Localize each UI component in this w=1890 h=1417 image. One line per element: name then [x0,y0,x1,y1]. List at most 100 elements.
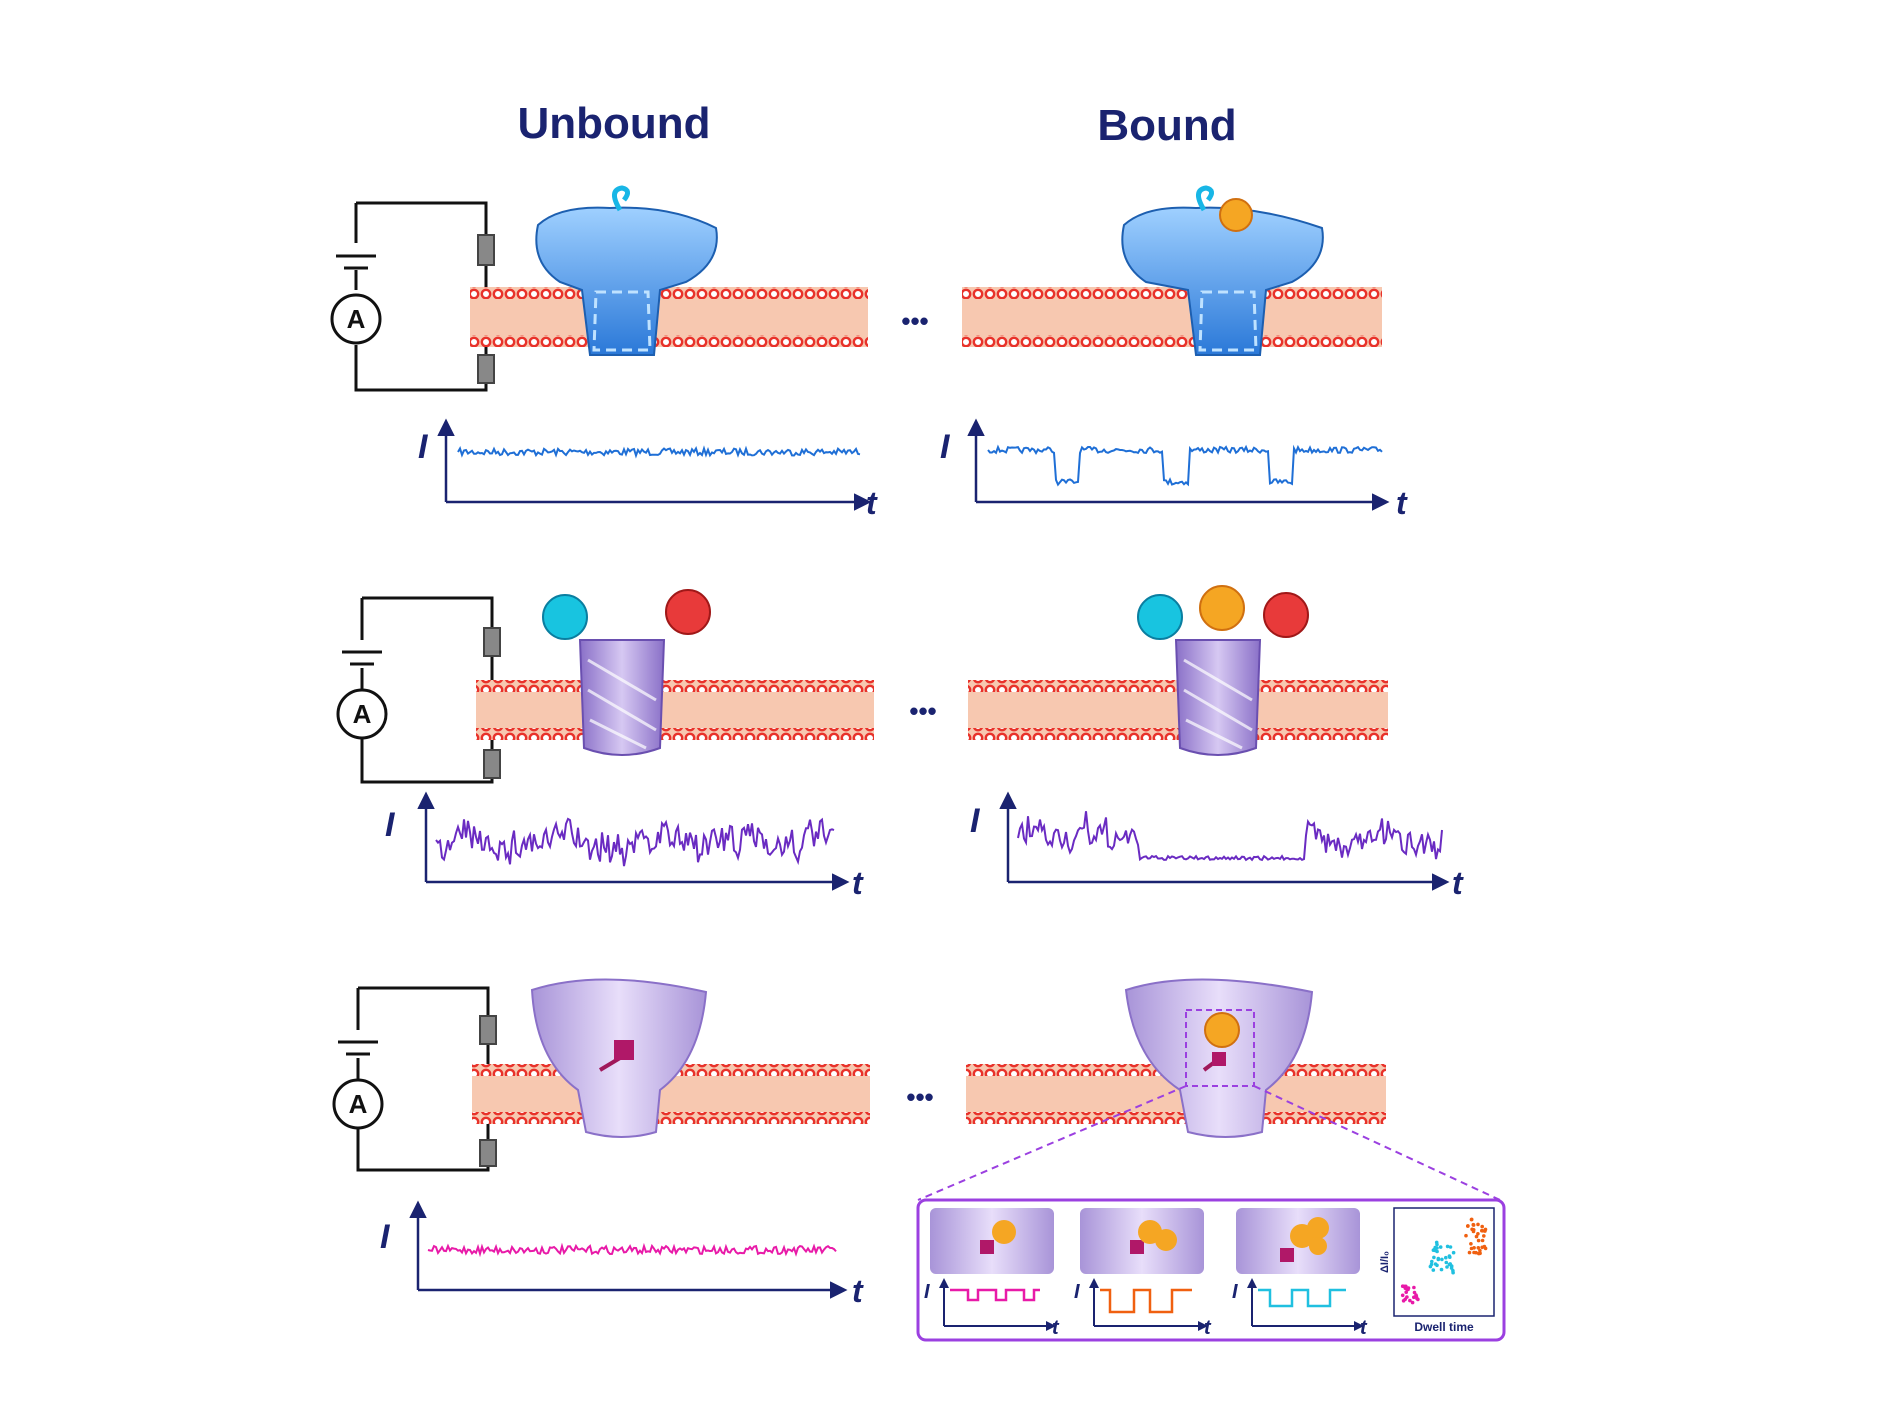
inset-pore-3 [1236,1208,1360,1274]
scatter-point [1474,1234,1479,1239]
inset-x-label: Dwell time [1414,1320,1474,1334]
scatter-point [1440,1257,1444,1262]
scatter-point [1429,1262,1434,1267]
scatter-point [1449,1266,1454,1270]
electrode-bottom [479,1139,497,1167]
probe-icon [614,1040,634,1060]
zoom-line-left [917,1085,1187,1201]
current-axis-label: I [940,428,951,466]
current-trace [987,444,1383,487]
current-axis-label: I [970,802,981,840]
scatter-point [1433,1245,1437,1250]
scatter-point [1430,1259,1434,1264]
trace-panel-row2-unbound: I t [385,791,864,901]
ellipsis-row2: ••• [909,696,936,726]
ammeter-icon [330,293,382,345]
inset-pore-2 [1080,1208,1204,1274]
scatter-point [1478,1248,1482,1253]
time-axis-label: t [1204,1317,1212,1339]
funnel-blue-bound-icon [1121,185,1324,356]
analyte-orange-icon [1199,585,1245,631]
current-axis-label: I [385,806,396,844]
scatter-point [1480,1228,1484,1233]
inset-trace-1: I t [924,1278,1060,1339]
cone-lavender-bound-icon [1124,978,1314,1138]
scatter-point [1478,1251,1482,1256]
scatter-point [1480,1238,1485,1243]
trace-panel-row2-bound: I t [970,791,1464,901]
scatter-point [1469,1242,1473,1246]
scatter-point [1482,1234,1486,1238]
trace-panel-row3-unbound: I t [380,1200,864,1309]
circuit-row1 [336,201,488,392]
scatter-point [1438,1245,1443,1249]
electrode-top [477,234,495,266]
scatter-point [1412,1295,1416,1300]
scatter-point [1447,1262,1452,1267]
inset-scatter: ΔI/I₀ Dwell time [1379,1207,1495,1334]
scatter-point [1469,1246,1474,1251]
time-axis-label: t [1396,485,1408,521]
ellipsis-row3: ••• [906,1082,933,1112]
cone-lavender-icon [530,978,708,1138]
probe-icon [1212,1052,1226,1066]
scatter-point [1448,1245,1453,1249]
time-axis-label: t [866,485,878,521]
current-axis-label: I [1074,1281,1080,1303]
analyte-orange-icon [1204,1012,1240,1048]
inset-pore-1 [930,1208,1054,1274]
scatter-point [1412,1290,1417,1295]
analyte-orange-icon [1219,198,1253,232]
current-trace [1017,811,1443,862]
zoom-box [1185,1009,1255,1087]
receptor-red-icon [665,589,711,635]
electrode-top [479,1015,497,1045]
current-axis-label: I [1232,1281,1238,1303]
time-axis-label: t [1360,1317,1368,1339]
scatter-point [1445,1265,1449,1269]
time-axis-label: t [852,865,864,901]
scatter-point [1476,1222,1480,1227]
current-trace [435,817,835,867]
scatter-point [1476,1246,1481,1250]
scatter-point [1434,1240,1439,1245]
scatter-point [1431,1268,1436,1272]
scatter-point [1444,1255,1448,1260]
time-axis-label: t [852,1273,864,1309]
scatter-point [1471,1223,1476,1227]
scatter-point [1467,1250,1472,1255]
scatter-point [1414,1293,1418,1297]
scatter-point [1406,1286,1411,1290]
trace-panel-row1-bound: I t [940,418,1408,521]
ammeter-label: A [349,1089,368,1119]
scatter-point [1436,1257,1441,1262]
scatter-point [1400,1293,1405,1298]
header-bound: Bound [1097,101,1236,150]
row-3: A ••• I t [332,978,1506,1342]
funnel-blue-icon [535,185,718,356]
scatter-point [1432,1255,1436,1260]
inset-panel: I t I t I t ΔI/I₀ Dwell time [916,1198,1506,1342]
scatter-point [1476,1232,1480,1236]
ammeter-icon [332,1078,384,1130]
receptor-red-icon [1263,592,1309,638]
scatter-point [1471,1229,1476,1234]
electrode-bottom [477,354,495,384]
current-axis-label: I [380,1218,391,1256]
scatter-point [1400,1284,1405,1288]
barrel-purple-icon [578,639,666,756]
current-axis-label: I [924,1281,930,1303]
ammeter-label: A [353,699,372,729]
current-trace [457,445,861,459]
receptor-cyan-icon [1137,594,1183,640]
scatter-point [1474,1250,1478,1255]
time-axis-label: t [1452,865,1464,901]
electrode-bottom [483,749,501,779]
scatter-point [1404,1290,1408,1294]
electrode-top [483,627,501,657]
current-axis-label: I [418,428,429,466]
scatter-point [1408,1298,1412,1303]
scatter-point [1482,1244,1487,1249]
inset-trace-2: I t [1074,1278,1212,1339]
